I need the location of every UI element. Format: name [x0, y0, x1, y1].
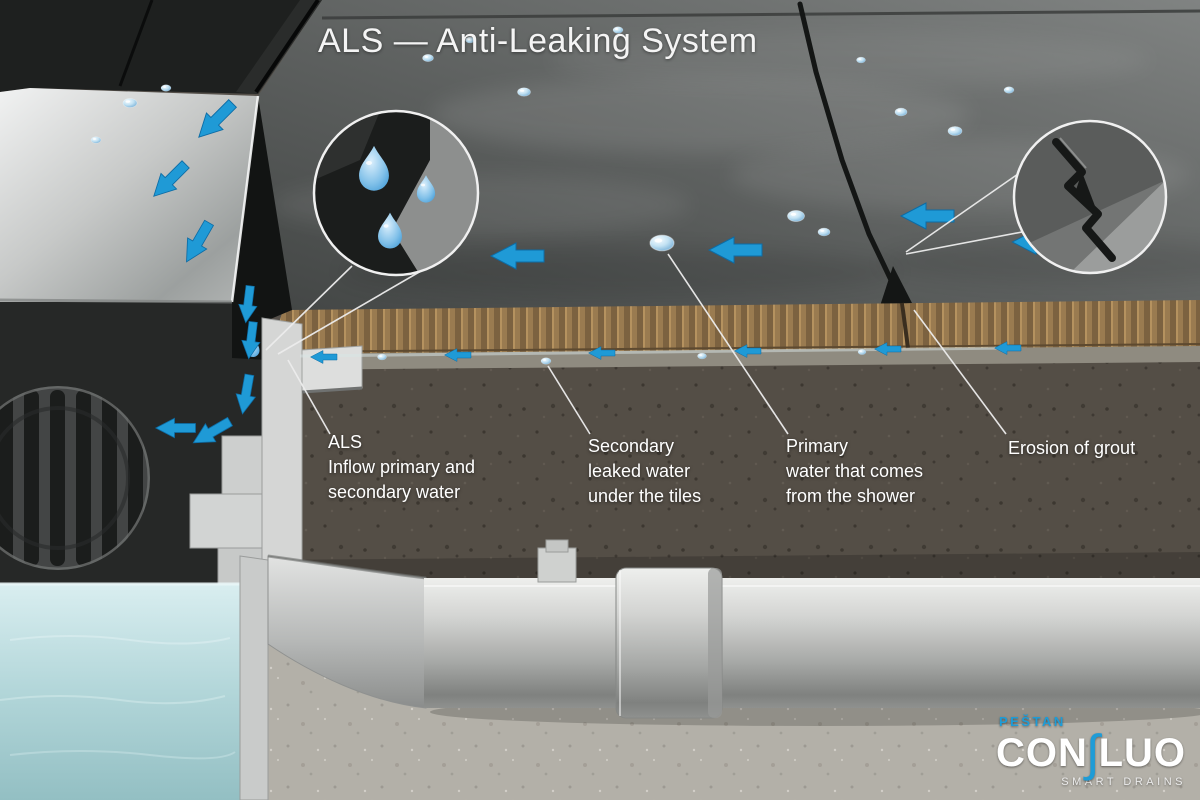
- confluo-swoosh-icon: ∫: [1085, 725, 1101, 781]
- logo-text-prefix: CON: [995, 731, 1088, 775]
- magnifier-grout: [905, 119, 1168, 275]
- label-line: Secondary: [588, 436, 675, 456]
- pipe-lug: [537, 547, 577, 583]
- bell-coupling: [615, 567, 723, 719]
- brand-name: PEŠTAN: [998, 714, 1066, 729]
- tile-seam: [321, 9, 1200, 20]
- label-erosion: Erosion of grout: [1008, 436, 1135, 461]
- label-line: Erosion of grout: [1008, 438, 1136, 458]
- logo-tagline: SMART DRAINS: [1061, 776, 1186, 788]
- product-name: CON ∫ LUO: [995, 725, 1186, 781]
- diagram-title: ALS — Anti-Leaking System: [318, 22, 758, 60]
- strainer: [0, 386, 150, 570]
- grout-crack: [797, 1, 912, 306]
- label-line: secondary water: [328, 481, 461, 502]
- outlet-pipe: [267, 539, 1200, 726]
- leader-lines: [287, 253, 1007, 435]
- label-line: from the shower: [786, 485, 916, 506]
- upper-tiles: [0, 0, 322, 94]
- label-als: ALS Inflow primary and secondary water: [328, 430, 475, 504]
- label-line: under the tiles: [588, 485, 702, 506]
- logo-text-suffix: LUO: [1098, 731, 1186, 775]
- water-basin: [0, 555, 269, 800]
- label-line: ALS: [328, 432, 363, 452]
- label-line: water that comes: [786, 460, 924, 481]
- label-line: leaked water: [588, 460, 691, 481]
- label-line: Inflow primary and: [328, 456, 476, 477]
- label-line: Primary: [786, 436, 848, 456]
- brand-logo: PEŠTAN CON ∫ LUO SMART DRAINS: [996, 714, 1186, 788]
- magnifier-drops: [265, 109, 480, 355]
- label-primary-water: Primary water that comes from the shower: [786, 434, 923, 508]
- label-secondary-water: Secondary leaked water under the tiles: [588, 434, 701, 508]
